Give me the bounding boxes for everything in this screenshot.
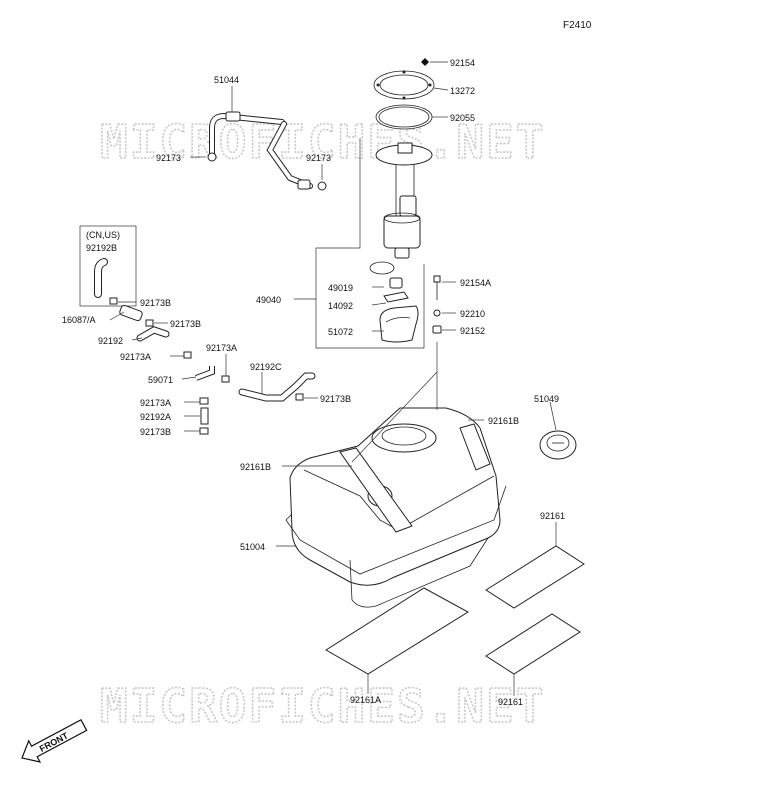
- callout-92173B-1: 92173B: [140, 298, 171, 308]
- callout-92173B-4: 92173B: [140, 427, 171, 437]
- callout-92173B-3: 92173B: [320, 394, 351, 404]
- part-92192B-hose: [94, 258, 108, 298]
- callout-51072: 51072: [328, 327, 353, 337]
- callout-92161A: 92161A: [350, 695, 381, 705]
- callout-49040: 49040: [256, 295, 281, 305]
- part-92154-screw: [421, 58, 429, 66]
- callout-92161-1: 92161: [540, 511, 565, 521]
- part-92055-o-ring: [375, 104, 433, 130]
- part-13272-plate: [373, 70, 435, 100]
- part-16087A-check-valve: [119, 304, 143, 322]
- watermark-top: MICROFICHES.NET: [100, 115, 545, 169]
- part-92192A-set: [199, 397, 209, 435]
- part-92161-pad-1: [485, 545, 585, 609]
- callout-51049: 51049: [534, 394, 559, 404]
- callout-92173-right: 92173: [306, 153, 331, 163]
- callout-59071: 59071: [148, 375, 173, 385]
- part-92161-pad-2: [485, 613, 581, 675]
- assembly-49040-frame: [315, 138, 425, 349]
- callout-49019: 49019: [328, 283, 353, 293]
- part-59071-joint: [194, 366, 215, 381]
- part-92161A-pad: [325, 587, 469, 675]
- callout-92161-2: 92161: [498, 697, 523, 707]
- clamp-92173B-1: [109, 297, 118, 305]
- diagram-code: F2410: [563, 20, 592, 31]
- callout-92173B-2: 92173B: [170, 319, 201, 329]
- callout-92161B-2: 92161B: [240, 462, 271, 472]
- callout-92210: 92210: [460, 309, 485, 319]
- clamp-92173A-2: [221, 375, 230, 383]
- callout-16087A: 16087/A: [62, 315, 96, 325]
- part-51049-fuel-cap: [539, 430, 577, 460]
- callout-14092: 14092: [328, 301, 353, 311]
- callout-92173-left: 92173: [156, 153, 181, 163]
- part-14092-bracket: [383, 277, 409, 303]
- part-51072-cap: [379, 305, 419, 343]
- part-51044-breather-hose: [209, 111, 313, 190]
- callout-51044: 51044: [214, 75, 239, 85]
- part-92192-hose: [136, 326, 170, 342]
- callout-92192B: 92192B: [86, 243, 117, 253]
- part-49019-filter: [369, 261, 395, 275]
- front-arrow: FRONT: [21, 719, 88, 763]
- callout-92154A: 92154A: [460, 278, 491, 288]
- watermark-bottom: MICROFICHES.NET: [100, 679, 545, 733]
- callout-92192C: 92192C: [250, 362, 282, 372]
- leader-lines: [109, 61, 557, 696]
- callout-92192: 92192: [98, 336, 123, 346]
- callout-92161B-1: 92161B: [488, 416, 519, 426]
- bolt-92154A: [433, 275, 441, 300]
- clamp-92173A-1: [183, 351, 192, 359]
- callout-92152: 92152: [460, 326, 485, 336]
- part-51004-fuel-tank: [285, 407, 507, 608]
- nut-92152: [432, 325, 442, 334]
- part-92192C-hose: [238, 372, 316, 402]
- callout-92173A-1: 92173A: [120, 352, 151, 362]
- callout-92055: 92055: [450, 113, 475, 123]
- clamp-92173-right: [317, 181, 327, 191]
- region-note: (CN,US): [86, 230, 120, 240]
- callout-92192A: 92192A: [140, 412, 171, 422]
- clamp-92173B-3: [295, 393, 304, 401]
- clamp-92173B-2: [145, 319, 154, 327]
- part-49040-fuel-pump: [375, 142, 433, 259]
- callout-13272: 13272: [450, 86, 475, 96]
- washer-92210: [433, 309, 441, 317]
- callout-92173A-3: 92173A: [140, 398, 171, 408]
- callout-51004: 51004: [240, 542, 265, 552]
- callout-92154: 92154: [450, 58, 475, 68]
- region-box-cn-us: [79, 225, 137, 307]
- callout-92173A-2: 92173A: [206, 343, 237, 353]
- clamp-92173-left: [207, 152, 217, 162]
